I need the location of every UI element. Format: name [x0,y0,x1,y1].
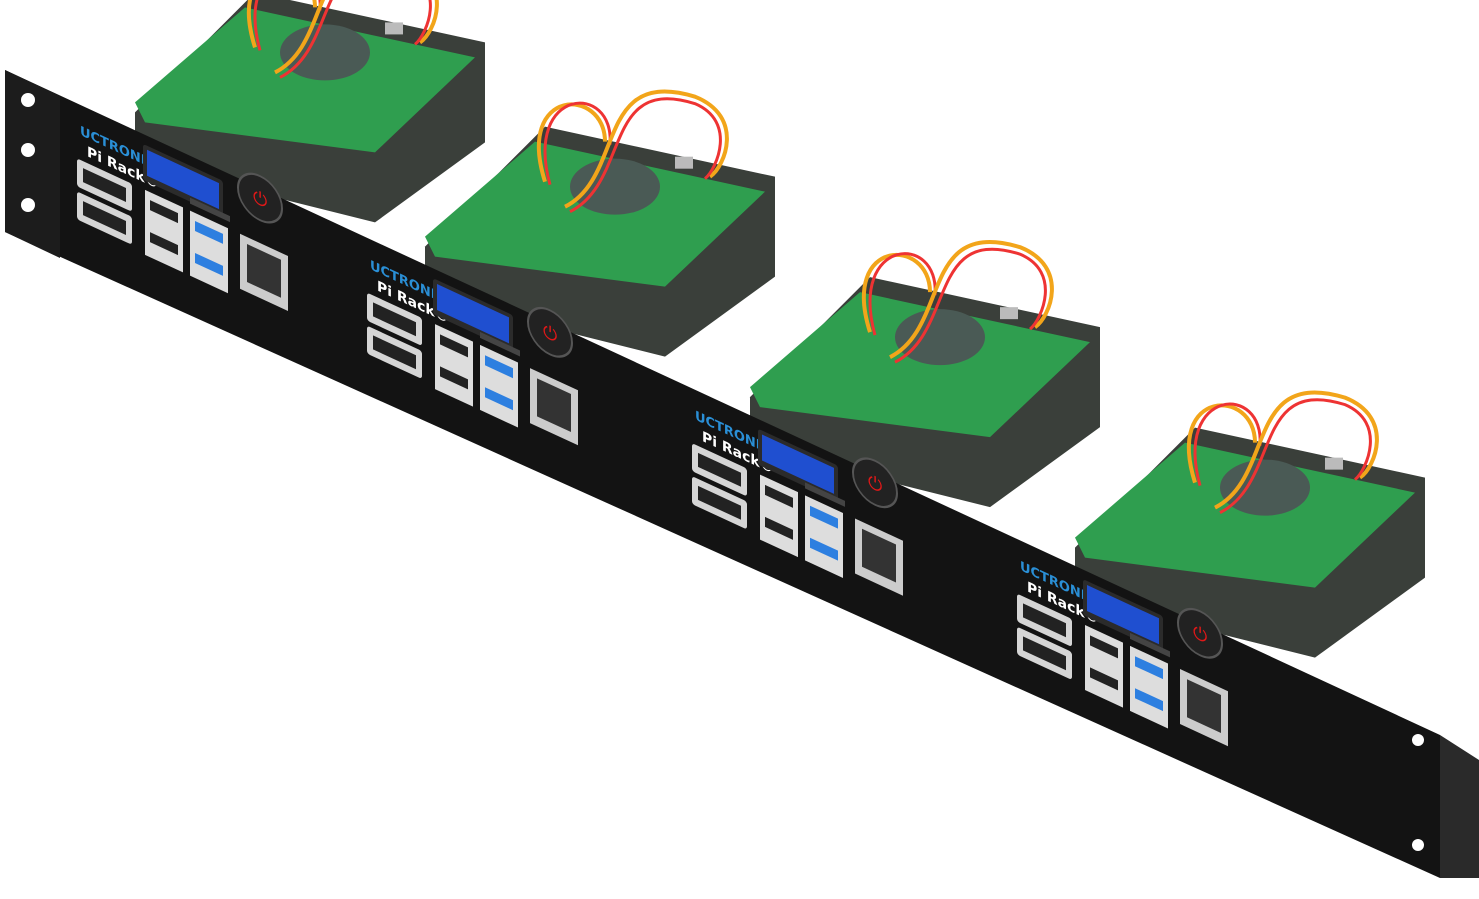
ethernet-opening [862,528,896,583]
hdmi-port-opening [1023,603,1066,638]
fan-cable [868,252,937,336]
sd-card-slot [480,331,520,357]
hdmi-port-opening [373,335,416,370]
pcb-board [1075,442,1415,588]
usb2-slot [765,484,793,508]
fan-icon [280,24,370,81]
fan-icon [570,158,660,215]
usb-c-port [385,22,403,35]
pcb-board [425,141,765,287]
display-cable [1214,390,1379,510]
raspberry-pi-module-4 [1075,390,1425,658]
usb2-slot [440,366,468,390]
usb2-slot [150,232,178,256]
power-icon: ⏻ [253,186,267,214]
display-cable [564,89,729,209]
usb2-slot [440,334,468,358]
usb-c-port [675,156,693,169]
usb3-slot [1135,688,1163,712]
ethernet-opening [247,244,281,298]
display-cable [569,97,722,214]
usb2-slot [1090,635,1118,659]
sd-card-slot [190,197,230,223]
usb3-slot [195,252,223,276]
pcb-board [135,7,475,153]
lcd-screen [147,149,219,210]
hdmi-port-opening [83,201,126,236]
usb-c-port [1325,457,1343,470]
usb3-slot [810,505,838,529]
fan-cable [253,0,322,51]
power-icon: ⏻ [868,470,882,498]
mount-hole [21,143,35,157]
display-cable [1219,398,1372,514]
fan-icon [1220,459,1310,516]
fan-cable [246,0,317,49]
power-icon: ⏻ [1193,621,1207,649]
fan-cable [861,252,932,333]
usb3-slot [810,537,838,561]
fan-icon [895,309,985,366]
display-cable [274,0,439,75]
ethernet-opening [1187,679,1221,734]
raspberry-pi-module-1 [135,0,485,223]
display-cable [279,0,432,79]
hdmi-port-opening [83,168,126,203]
rack-ear-left [5,70,60,258]
raspberry-pi-module-2 [425,89,775,357]
power-button [527,306,573,358]
fan-cable [536,102,607,183]
hdmi-port-opening [698,485,741,520]
fan-cable [543,101,612,186]
usb3-slot [485,355,513,379]
usb2-slot [1090,667,1118,691]
lcd-screen [437,284,509,344]
power-button [1177,607,1223,659]
usb3-slot [1135,656,1163,680]
hdmi-port-opening [373,302,416,337]
lcd-screen [1087,584,1159,645]
raspberry-pi-module-3 [750,240,1100,508]
fan-cable [1186,403,1257,484]
power-button [237,172,283,224]
pcb-board [750,292,1090,438]
power-button [852,457,898,509]
mount-hole [21,93,35,107]
display-cable [889,240,1054,359]
power-icon: ⏻ [543,320,557,348]
usb3-slot [195,220,223,244]
usb2-slot [150,200,178,224]
lcd-screen [762,434,834,494]
sd-card-slot [1130,632,1170,658]
raspberry-pi-boards [135,0,1425,658]
fan-cable [1193,402,1262,487]
mount-hole [21,198,35,212]
display-cable [894,247,1047,364]
sd-card-slot [805,482,845,507]
usb3-slot [485,387,513,411]
hdmi-port-opening [698,452,741,487]
ethernet-opening [537,378,571,433]
mount-hole [1412,839,1424,851]
usb2-slot [765,516,793,540]
hdmi-port-opening [1023,636,1066,671]
mount-hole [1412,734,1424,746]
rack-side-bracket [1440,735,1479,878]
usb-c-port [1000,307,1018,320]
